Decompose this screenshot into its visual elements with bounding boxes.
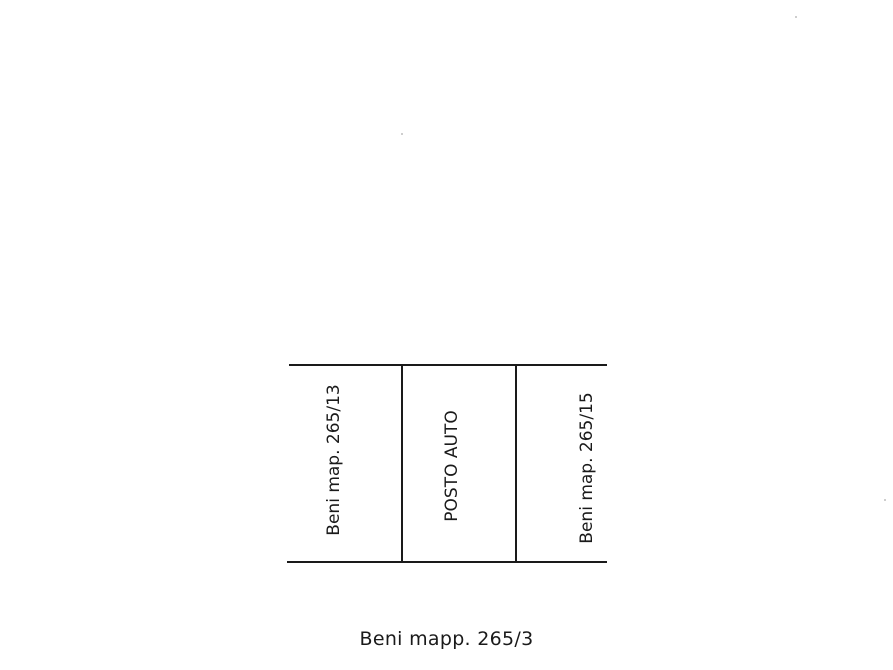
parcel-label: Beni mapp. 265/3: [359, 628, 534, 650]
left-cell-label: Beni map. 265/13: [324, 384, 344, 535]
scan-speck: [795, 16, 797, 18]
posto-auto-label: POSTO AUTO: [442, 410, 462, 521]
right-cell-label: Beni map. 265/15: [577, 392, 597, 543]
scan-speck: [884, 499, 886, 501]
scan-speck: [401, 133, 403, 135]
